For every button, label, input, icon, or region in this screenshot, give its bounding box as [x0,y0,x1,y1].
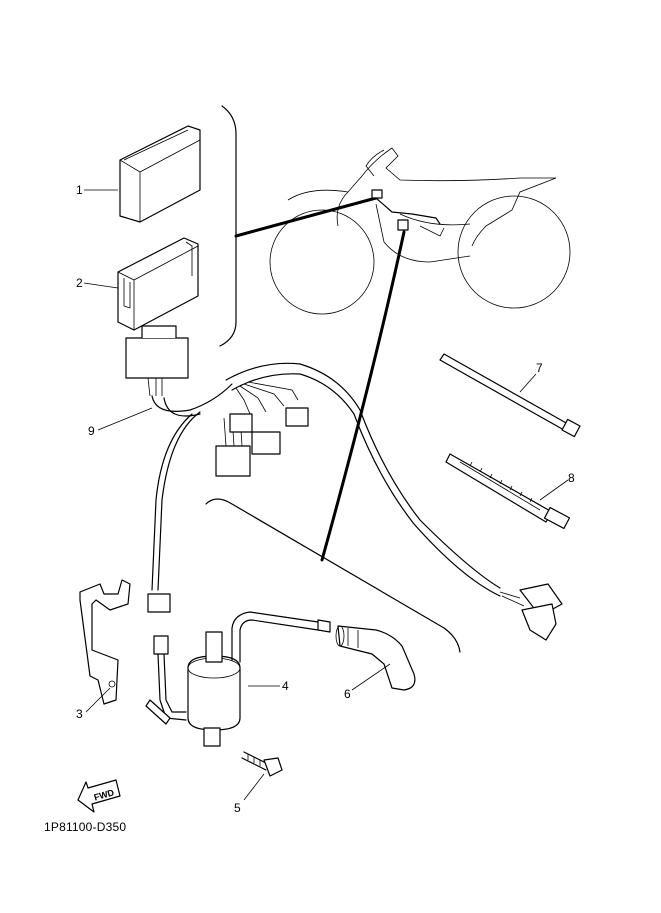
callout-9: 9 [88,424,95,438]
diagram-code: 1P81100-D350 [44,820,127,834]
group-bracket [219,105,237,347]
cable-tie[interactable] [439,353,581,438]
callout-leaders [83,189,569,801]
mounting-bracket[interactable] [79,579,131,705]
wire-harness[interactable] [125,325,563,641]
callout-5: 5 [234,801,241,815]
ignition-coil[interactable] [145,611,331,747]
callout-2: 2 [76,276,83,290]
spark-plug-cap[interactable] [335,625,416,691]
motorcycle-outline [269,147,571,315]
relay-module[interactable] [117,237,199,331]
callout-8: 8 [568,471,575,485]
heavy-leader-upper [234,196,378,238]
group-divider [205,498,461,653]
callout-3: 3 [76,707,83,721]
callout-6: 6 [344,687,351,701]
fwd-arrow-icon: FWD [77,779,121,813]
bolt[interactable] [241,751,283,777]
ecu-box[interactable] [119,125,201,223]
cable-tie-band[interactable] [445,453,571,530]
callout-7: 7 [536,361,543,375]
heavy-leader-lower [320,230,406,562]
callout-1: 1 [76,183,83,197]
callout-4: 4 [282,679,289,693]
